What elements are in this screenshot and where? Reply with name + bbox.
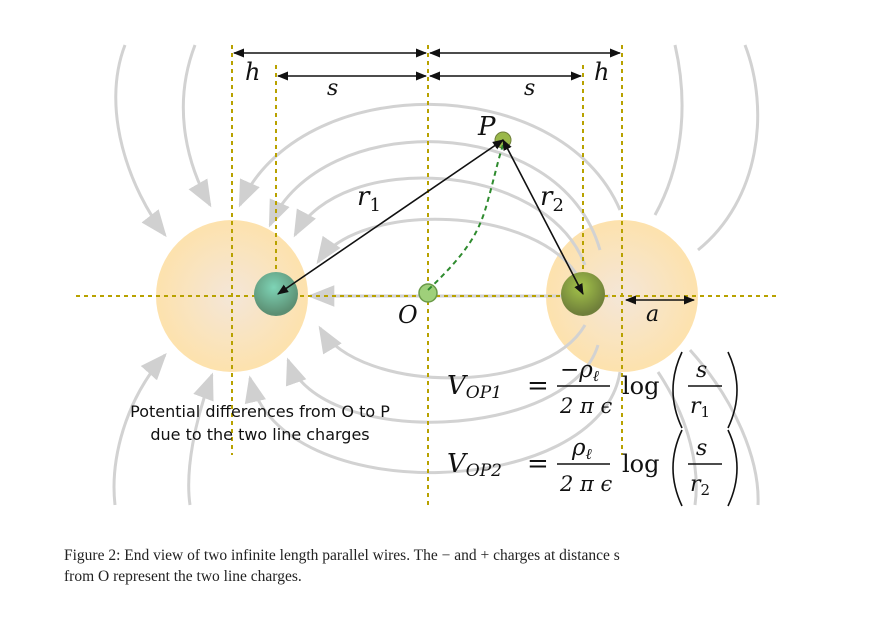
eq1-frac-den: r1 xyxy=(690,394,710,421)
caption-line-1: Figure 2: End view of two infinite lengt… xyxy=(64,547,620,564)
caption-line-2: from O represent the two line charges. xyxy=(64,568,302,585)
eq1-frac-num: s xyxy=(696,358,707,383)
label-s-right: s xyxy=(524,76,535,101)
field-line xyxy=(244,371,622,475)
field-line xyxy=(187,372,214,506)
field-line xyxy=(114,44,167,238)
integration-path xyxy=(427,144,504,291)
eq2-equals: = xyxy=(527,449,549,479)
eq2-frac-den: r2 xyxy=(690,472,710,499)
field-line xyxy=(112,352,167,506)
label-s-left: s xyxy=(327,76,338,101)
equation-v-op2: VOP2 = ρℓ 2 π ϵ log s r2 xyxy=(447,429,738,507)
eq1-lhs: VOP1 xyxy=(447,371,502,403)
eq1-denominator: 2 π ϵ xyxy=(559,394,613,418)
field-line xyxy=(697,44,760,252)
label-P: P xyxy=(477,112,496,142)
eq1-log: log xyxy=(622,372,660,400)
label-a: a xyxy=(646,302,659,327)
equation-v-op1: VOP1 = −ρℓ 2 π ϵ log s r1 xyxy=(447,351,738,429)
eq2-left-paren xyxy=(672,429,683,507)
label-h-left: h xyxy=(245,58,260,86)
eq2-denominator: 2 π ϵ xyxy=(559,472,613,496)
note-line-2: due to the two line charges xyxy=(150,425,370,444)
field-line xyxy=(688,348,760,506)
eq1-left-paren xyxy=(672,351,683,429)
field-line xyxy=(656,371,698,506)
eq2-numerator: ρℓ xyxy=(571,435,592,463)
r1-vector xyxy=(277,139,504,295)
eq2-log: log xyxy=(622,450,660,478)
field-line xyxy=(316,217,582,281)
eq2-lhs: VOP2 xyxy=(447,449,502,481)
field-line xyxy=(653,44,684,216)
dimension-arrows xyxy=(232,48,696,305)
eq2-frac-num: s xyxy=(696,436,707,461)
eq1-numerator: −ρℓ xyxy=(560,357,599,385)
figure-caption: Figure 2: End view of two infinite lengt… xyxy=(64,545,824,587)
note-line-1: Potential differences from O to P xyxy=(130,402,390,421)
field-line xyxy=(318,324,587,380)
diagram-note: Potential differences from O to P due to… xyxy=(100,400,420,446)
label-O: O xyxy=(398,301,418,329)
origin-marker xyxy=(418,283,438,303)
label-r1: r1 xyxy=(357,182,381,216)
eq1-equals: = xyxy=(527,371,549,401)
r2-vector xyxy=(502,139,584,295)
label-h-right: h xyxy=(594,58,609,86)
eq1-right-paren xyxy=(727,351,738,429)
label-r2: r2 xyxy=(540,182,564,216)
negative-charge xyxy=(254,272,298,316)
field-line xyxy=(181,44,212,208)
field-line xyxy=(286,344,600,424)
eq2-right-paren xyxy=(727,429,738,507)
